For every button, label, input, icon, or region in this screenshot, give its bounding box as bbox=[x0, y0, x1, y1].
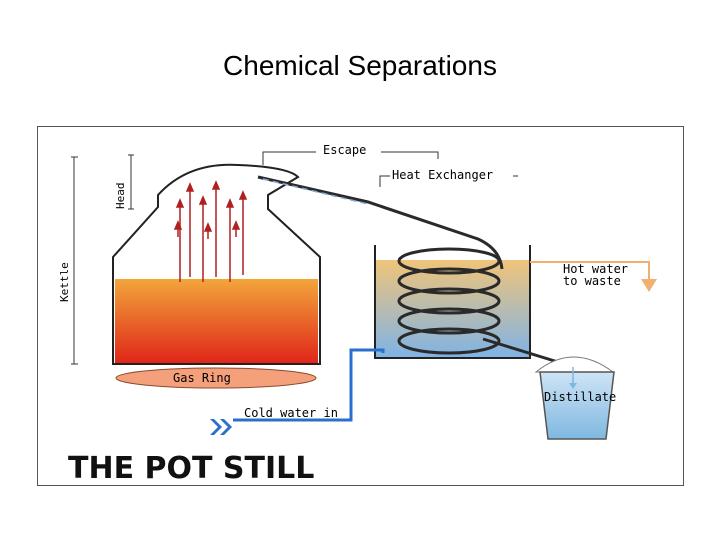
heat-exchanger-label: Heat Exchanger bbox=[392, 168, 493, 182]
gas-ring-label: Gas Ring bbox=[173, 371, 231, 385]
cold-water-label: Cold water in bbox=[244, 406, 338, 420]
kettle-bracket bbox=[71, 156, 78, 365]
heat-exchanger-bracket bbox=[379, 175, 518, 187]
distillate-label: Distillate bbox=[544, 390, 616, 404]
cold-water-arrows-icon bbox=[210, 419, 232, 435]
distillate-beaker bbox=[534, 356, 615, 440]
to-waste-label: to waste bbox=[563, 274, 621, 288]
kettle-label: Kettle bbox=[58, 262, 71, 302]
slide-title: Chemical Separations bbox=[223, 50, 497, 81]
heat-exchanger-coil bbox=[397, 247, 559, 364]
tank-outline bbox=[374, 245, 531, 359]
vapour-pipe bbox=[257, 175, 504, 270]
hot-water-outlet bbox=[530, 261, 657, 292]
vapour-arrows bbox=[173, 180, 248, 282]
head-bracket bbox=[128, 154, 134, 210]
diagram-heading: THE POT STILL bbox=[68, 451, 314, 485]
beaker-body bbox=[539, 371, 615, 440]
escape-label: Escape bbox=[323, 143, 366, 157]
hot-water-label: Hot water bbox=[563, 262, 628, 276]
gas-ring bbox=[115, 367, 317, 389]
beaker-lid bbox=[534, 356, 615, 373]
cold-water-pipe bbox=[233, 348, 385, 422]
pot-liquid bbox=[115, 279, 318, 363]
escape-bracket bbox=[262, 151, 439, 165]
pot-still-diagram: Head Kettle Escape Heat Exchanger Hot wa… bbox=[37, 126, 684, 486]
head-label: Head bbox=[114, 183, 127, 210]
